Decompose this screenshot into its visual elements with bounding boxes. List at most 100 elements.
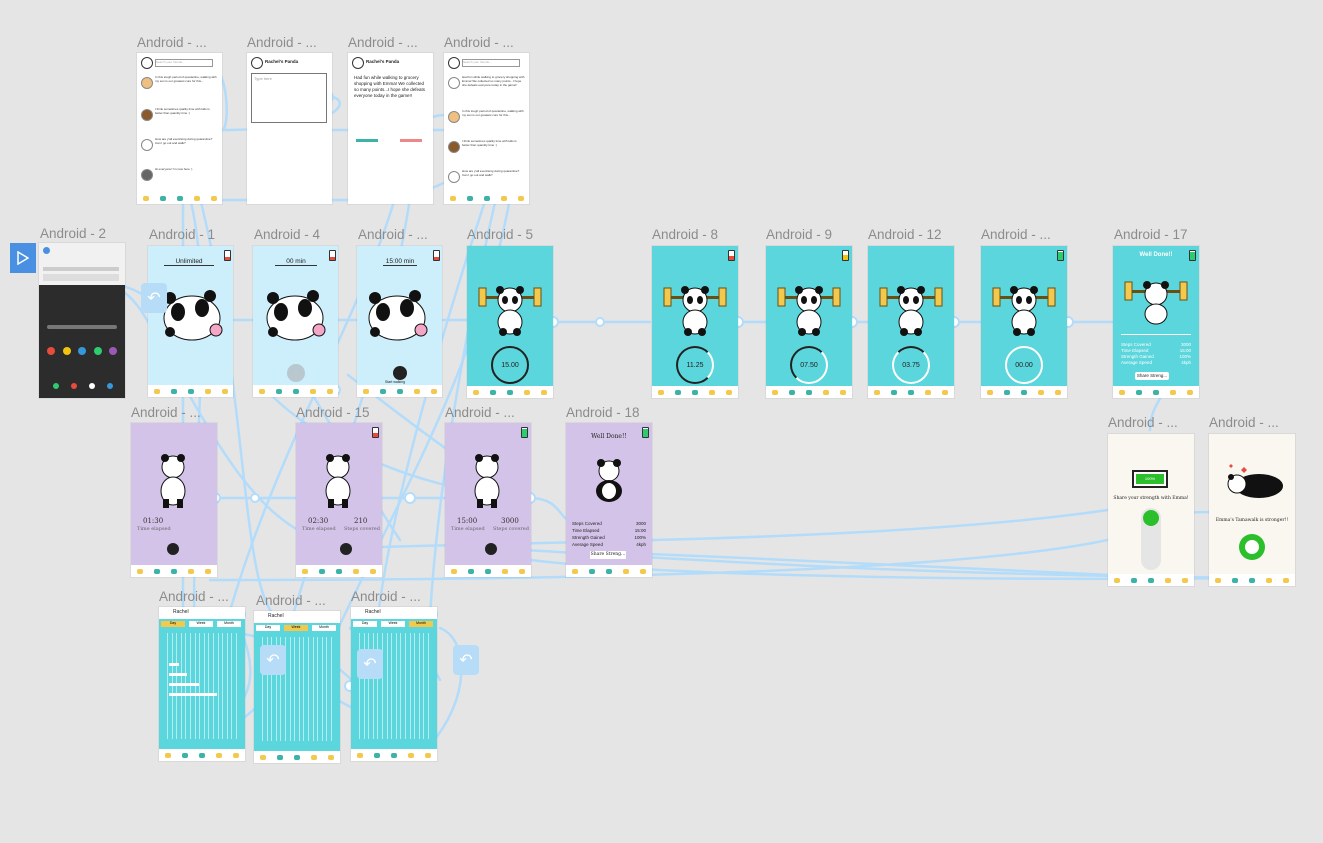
frame-sleep-3[interactable]: 15:00 min Start walking xyxy=(357,246,442,397)
bottom-nav[interactable] xyxy=(467,386,553,398)
countdown-timer: 00.00 xyxy=(1005,346,1043,384)
frame-android-9-workout[interactable]: 07.50 xyxy=(766,246,852,398)
stat-value: 15:00 xyxy=(634,528,646,533)
frame-lavender-walk-1[interactable]: 01:30 Time elapsed xyxy=(131,423,217,577)
bottom-nav[interactable] xyxy=(296,565,382,577)
frame-android-12-workout[interactable]: 03.75 xyxy=(868,246,954,398)
frame-android-2-notification[interactable] xyxy=(39,243,125,398)
frame-title[interactable]: Android - ... xyxy=(131,405,201,420)
moon-icon xyxy=(393,366,407,380)
back-button[interactable]: ↶ xyxy=(357,649,383,679)
bottom-nav[interactable] xyxy=(159,749,245,761)
bottom-nav[interactable] xyxy=(981,386,1067,398)
frame-android-17-well-done[interactable]: Well Done!! Steps Covered 3000 Time Elap… xyxy=(1113,246,1199,398)
frame-title[interactable]: Android - 15 xyxy=(296,405,370,420)
post-textarea[interactable]: Type here xyxy=(251,73,327,123)
bottom-nav[interactable] xyxy=(137,192,222,204)
share-strength-button[interactable]: Share Streng... xyxy=(590,551,626,559)
frame-title[interactable]: Android - 9 xyxy=(766,227,833,242)
bottom-nav[interactable] xyxy=(1113,386,1199,398)
search-input[interactable]: Search your friends... xyxy=(462,59,520,67)
frame-title[interactable]: Android - ... xyxy=(1209,415,1279,430)
chart-gridline xyxy=(321,637,323,741)
bottom-nav[interactable] xyxy=(445,565,531,577)
frame-title[interactable]: Android - ... xyxy=(358,227,428,242)
back-button[interactable]: ↶ xyxy=(260,645,286,675)
back-button[interactable]: ↶ xyxy=(141,283,167,313)
notification-shade xyxy=(39,243,125,285)
chart-gridline xyxy=(303,637,305,741)
share-strength-button[interactable]: Share Streng... xyxy=(1135,372,1169,380)
frame-title[interactable]: Android - ... xyxy=(351,589,421,604)
share-slider[interactable] xyxy=(1141,508,1161,570)
bottom-nav[interactable] xyxy=(566,565,652,577)
frame-title[interactable]: Android - 4 xyxy=(254,227,321,242)
strength-badge-icon xyxy=(1239,534,1265,560)
frame-lavender-walk-3[interactable]: 15:00 3000 Time elapsed Steps covered xyxy=(445,423,531,577)
sleeping-panda xyxy=(266,290,326,341)
chart-gridline xyxy=(285,637,286,741)
bottom-nav[interactable] xyxy=(148,385,233,397)
back-button[interactable]: ↶ xyxy=(453,645,479,675)
bottom-nav[interactable] xyxy=(351,749,437,761)
frame-title[interactable]: Android - 17 xyxy=(1114,227,1188,242)
frame-title[interactable]: Android - ... xyxy=(444,35,514,50)
slider-knob[interactable] xyxy=(1143,510,1159,526)
countdown-timer: 11.25 xyxy=(676,346,714,384)
frame-feed-a[interactable]: Search your friends... In this tough per… xyxy=(137,53,222,204)
frame-android-15-walk[interactable]: 02:30 210 Time elapsed Steps covered xyxy=(296,423,382,577)
frame-title[interactable]: Android - ... xyxy=(159,589,229,604)
frame-tamawalk-stronger[interactable]: Emma's Tamawalk is stronger!! xyxy=(1209,434,1295,586)
bottom-nav[interactable] xyxy=(766,386,852,398)
frame-workout-4[interactable]: 00.00 xyxy=(981,246,1067,398)
frame-title[interactable]: Android - 12 xyxy=(868,227,942,242)
frame-post-preview[interactable]: Rachel's Panda Had fun while walking to … xyxy=(348,53,433,204)
frame-title[interactable]: Android - ... xyxy=(981,227,1051,242)
frame-title[interactable]: Android - ... xyxy=(247,35,317,50)
progress-bar xyxy=(356,139,378,142)
frame-title[interactable]: Android - 5 xyxy=(467,227,534,242)
frame-android-4-sleep[interactable]: 00 min xyxy=(253,246,338,397)
chart-gridline xyxy=(176,633,178,739)
bottom-nav[interactable] xyxy=(1108,574,1194,586)
bottom-nav[interactable] xyxy=(357,385,442,397)
frame-android-5-workout[interactable]: 15.00 xyxy=(467,246,553,398)
bottom-nav[interactable] xyxy=(1209,574,1295,586)
frame-title[interactable]: Android - 1 xyxy=(149,227,216,242)
chart-gridline xyxy=(294,637,296,741)
search-input[interactable]: Search your friends... xyxy=(155,59,213,67)
frame-title[interactable]: Android - ... xyxy=(445,405,515,420)
bottom-nav[interactable] xyxy=(868,386,954,398)
frame-title[interactable]: Android - ... xyxy=(137,35,207,50)
frame-android-8-workout[interactable]: 11.25 xyxy=(652,246,738,398)
chart-gridline xyxy=(271,637,273,741)
bottom-nav[interactable] xyxy=(652,386,738,398)
frame-title[interactable]: Android - 18 xyxy=(566,405,640,420)
frame-post-editor[interactable]: Rachel's Panda Type here xyxy=(247,53,332,204)
panda-avatar xyxy=(141,57,153,69)
frame-title[interactable]: Android - 8 xyxy=(652,227,719,242)
frame-feed-b[interactable]: Search your friends... Had fun while wal… xyxy=(444,53,529,204)
frame-title[interactable]: Android - ... xyxy=(348,35,418,50)
steps-caption: Steps covered xyxy=(344,526,380,532)
frame-title[interactable]: Android - ... xyxy=(1108,415,1178,430)
frame-title[interactable]: Android - 2 xyxy=(40,226,107,241)
moon-icon xyxy=(485,543,497,555)
back-arrow-icon: ↶ xyxy=(147,290,161,307)
frame-android-18-well-done[interactable]: Well Done!! Steps Covered 3000 Time Elap… xyxy=(566,423,652,577)
bottom-nav[interactable] xyxy=(444,192,529,204)
chart-gridline xyxy=(312,637,314,741)
bottom-nav[interactable] xyxy=(253,385,338,397)
bottom-nav[interactable] xyxy=(131,565,217,577)
frame-title[interactable]: Android - ... xyxy=(256,593,326,608)
frame-android-1-sleep[interactable]: Unlimited xyxy=(148,246,233,397)
frame-share-strength[interactable]: 100% Share your strength with Emma! xyxy=(1108,434,1194,586)
prototype-start-button[interactable] xyxy=(10,243,36,273)
bottom-nav[interactable] xyxy=(254,751,340,763)
